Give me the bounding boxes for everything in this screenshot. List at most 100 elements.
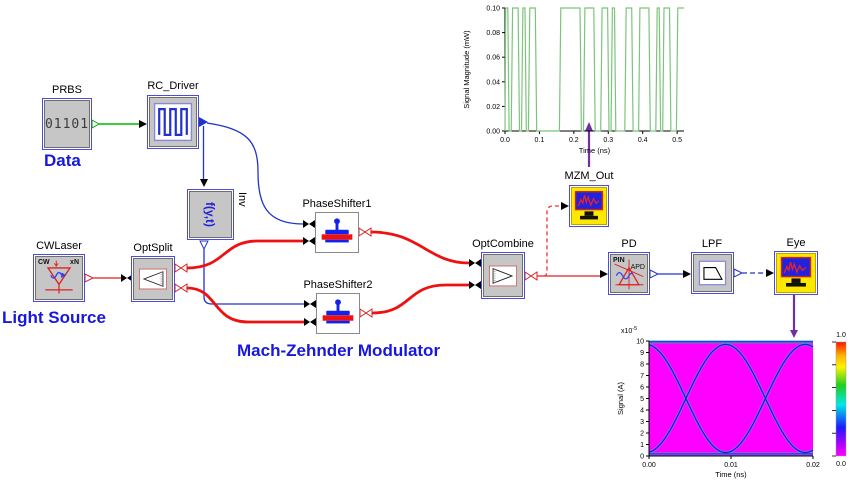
y-tick-label: 0.10 [486,6,500,13]
x-tick-label: 0.3 [603,137,613,144]
y-tick-label: 2 [640,431,644,438]
y-tick-label: 5 [640,396,644,403]
port-ps1-in-top [303,220,309,228]
block-label-pd: PD [621,238,637,250]
photodiode-icon: PIN APD [610,254,648,293]
scope-monitor-icon [571,187,607,225]
port-ps1-in-top2 [309,220,315,228]
port-ps2-in-top2 [310,300,316,308]
block-eye[interactable] [774,251,818,295]
eye-trace [648,343,814,454]
y-tick-label: 4 [640,408,644,415]
port-ps2-in-bot [304,318,310,326]
annotation-mzm: Mach-Zehnder Modulator [237,341,441,360]
port-prbs-out [91,119,101,129]
port-optsplit-in [121,274,127,282]
wire-ps1-optcombine[interactable] [370,230,470,265]
block-label-rc-driver: RC_Driver [147,80,199,92]
combiner-icon [483,254,523,297]
wire-optsplit-ps1[interactable] [186,239,303,270]
pd-apd-text: APD [630,264,645,271]
port-optcombine-in2b [475,281,481,289]
x-tick-label: 0.01 [724,462,738,469]
block-label-eye: Eye [786,237,806,249]
block-optsplit[interactable] [131,256,175,302]
port-optsplit-out1b [180,263,188,273]
block-label-phaseshifter1: PhaseShifter1 [302,198,372,210]
pd-pin-text: PIN [613,257,625,264]
port-ps1-in-bot2 [309,237,315,245]
port-ps1-in-bot [303,237,309,245]
prbs-bits-text: 01101 [44,116,90,132]
y-axis-label: Signal Magnitude (mW) [462,30,471,109]
y-tick-label: 10 [636,339,644,346]
port-optsplit-out2b [180,283,188,293]
scope-monitor-icon [776,253,816,293]
block-label-optcombine: OptCombine [472,238,534,250]
wire-ps2-optcombine[interactable] [371,283,469,315]
port-rcdriver-in [139,120,147,128]
probe-arrowhead-eye [790,330,798,338]
y-axis-label: Signal (A) [616,382,625,415]
port-rcdriver-out [199,117,208,127]
port-eye-in [766,269,774,277]
block-prbs[interactable]: 01101 [42,98,92,150]
y-axis-multiplier: x10-5 [621,326,637,335]
wire-optsplit-ps2[interactable] [186,286,304,324]
x-tick-label: 0.5 [672,137,682,144]
splitter-icon [133,258,173,300]
block-label-cwlaser: CWLaser [36,240,82,252]
x-axis-label: Time (ns) [715,470,747,479]
inv-formula-text: f(y,t) [203,201,218,228]
port-optcombine-outb [530,271,538,281]
port-ps1-out2 [364,227,372,237]
block-label-phaseshifter2: PhaseShifter2 [303,279,373,291]
x-tick-label: 0.0 [500,137,510,144]
wire-optcombine-mzmout[interactable] [543,205,561,277]
port-pd-out [649,269,660,279]
x-axis-label: Time (ns) [579,146,611,155]
cwlaser-cw-text: CW [38,259,50,266]
port-ps2-in-bot2 [310,318,316,326]
wire-rcdriver-ps1[interactable] [206,122,304,225]
y-tick-label: 1 [640,442,644,449]
port-lpf-out [733,268,744,278]
signal-trace [504,7,684,132]
port-cwlaser-out [84,273,95,283]
block-label-prbs: PRBS [52,84,82,96]
block-lpf[interactable] [691,252,734,294]
block-phaseshifter1[interactable] [315,212,359,253]
wire-inv-ps2[interactable] [203,249,304,305]
port-optcombine-out [524,271,532,281]
port-optcombine-in1b [475,259,481,267]
block-label-lpf: LPF [701,238,723,250]
block-rc-driver[interactable] [147,95,199,149]
block-pd[interactable]: PIN APD [608,252,650,295]
square-wave-icon [149,97,197,147]
port-inv-in [200,179,208,187]
block-optcombine[interactable] [481,252,525,299]
block-inv[interactable]: f(y,t) [187,189,234,240]
x-tick-label: 0.4 [638,137,648,144]
block-cwlaser[interactable]: CW xN [33,254,85,302]
port-optcombine-in1 [469,259,475,267]
y-tick-label: 0.08 [486,30,500,37]
y-tick-label: 0.02 [486,104,500,111]
colorbar-max-label: 1.0 [836,332,846,339]
port-lpf-in [683,270,691,278]
block-phaseshifter2[interactable] [316,293,360,334]
y-tick-label: 0 [640,454,644,461]
block-label-mzm-out: MZM_Out [564,170,614,182]
probe-arrowhead-mzmout [585,122,593,131]
annotation-light-source: Light Source [2,308,106,327]
port-optcombine-in2 [469,281,475,289]
y-tick-label: 0.06 [486,55,500,62]
block-mzm-out[interactable] [569,185,609,227]
block-label-inv: Inv [236,192,248,207]
y-tick-label: 8 [640,362,644,369]
function-icon: f(y,t) [189,191,232,238]
phase-shifter-icon [317,214,357,251]
